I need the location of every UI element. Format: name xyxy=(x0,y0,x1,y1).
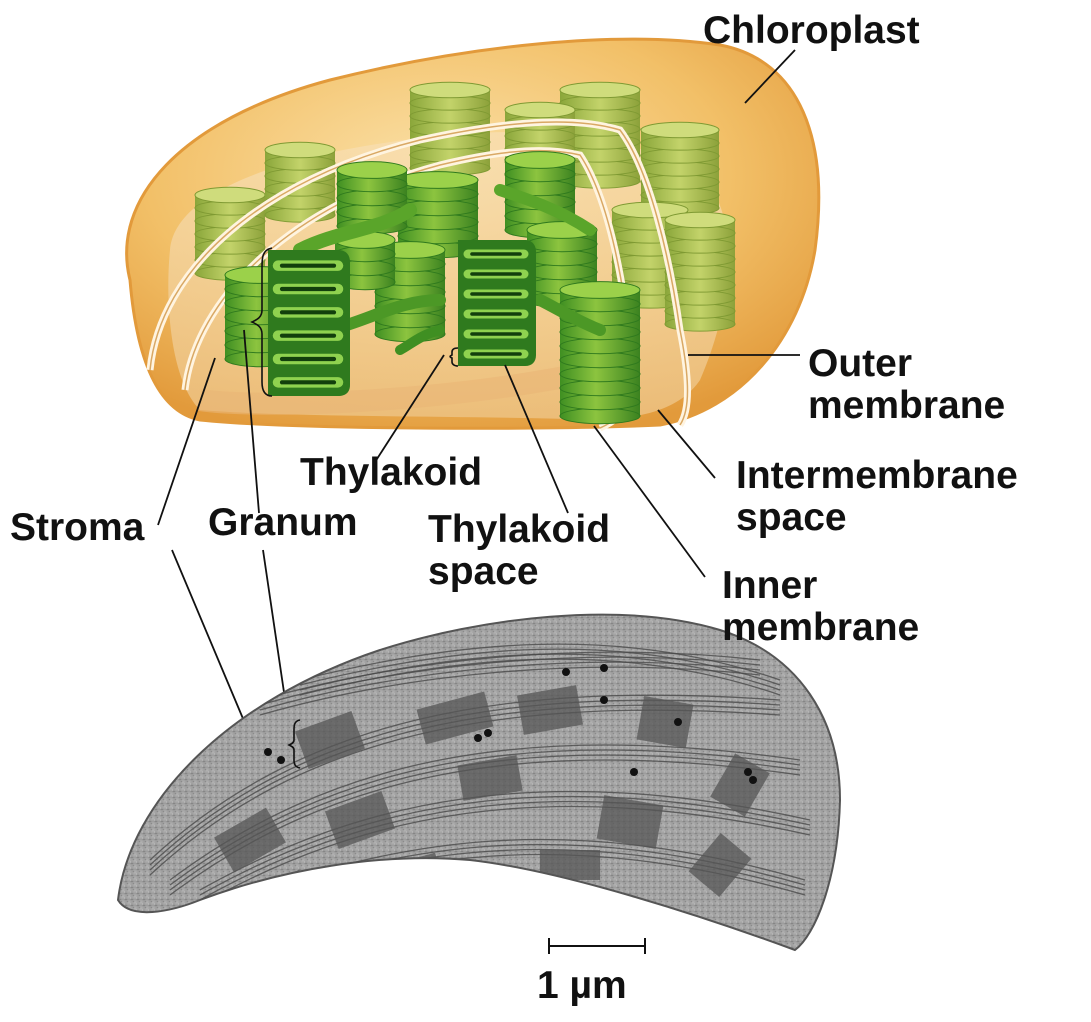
label-intermembrane-space-line1: Intermembrane xyxy=(736,455,1018,497)
label-inner-membrane-line1: Inner xyxy=(722,565,919,607)
label-outer-membrane-line1: Outer xyxy=(808,343,1005,385)
scale-bar xyxy=(549,938,645,954)
label-outer-membrane-line2: membrane xyxy=(808,385,1005,427)
label-inner-membrane-line2: membrane xyxy=(722,607,919,649)
electron-micrograph xyxy=(118,615,840,950)
label-thylakoid-space-line2: space xyxy=(428,551,610,593)
label-intermembrane-space-line2: space xyxy=(736,497,1018,539)
sectioned-granum-left xyxy=(268,250,350,396)
label-chloroplast: Chloroplast xyxy=(703,10,920,52)
label-intermembrane-space: Intermembrane space xyxy=(736,455,1018,539)
label-thylakoid: Thylakoid xyxy=(300,452,482,494)
sectioned-granum-middle xyxy=(458,240,536,366)
granum-bright-6 xyxy=(560,282,640,424)
label-thylakoid-space-line1: Thylakoid xyxy=(428,509,610,551)
label-granum: Granum xyxy=(208,502,358,544)
label-inner-membrane: Inner membrane xyxy=(722,565,919,649)
label-thylakoid-space: Thylakoid space xyxy=(428,509,610,593)
label-stroma: Stroma xyxy=(10,507,144,549)
label-scale-bar: 1 µm xyxy=(537,965,627,1007)
label-outer-membrane: Outer membrane xyxy=(808,343,1005,427)
